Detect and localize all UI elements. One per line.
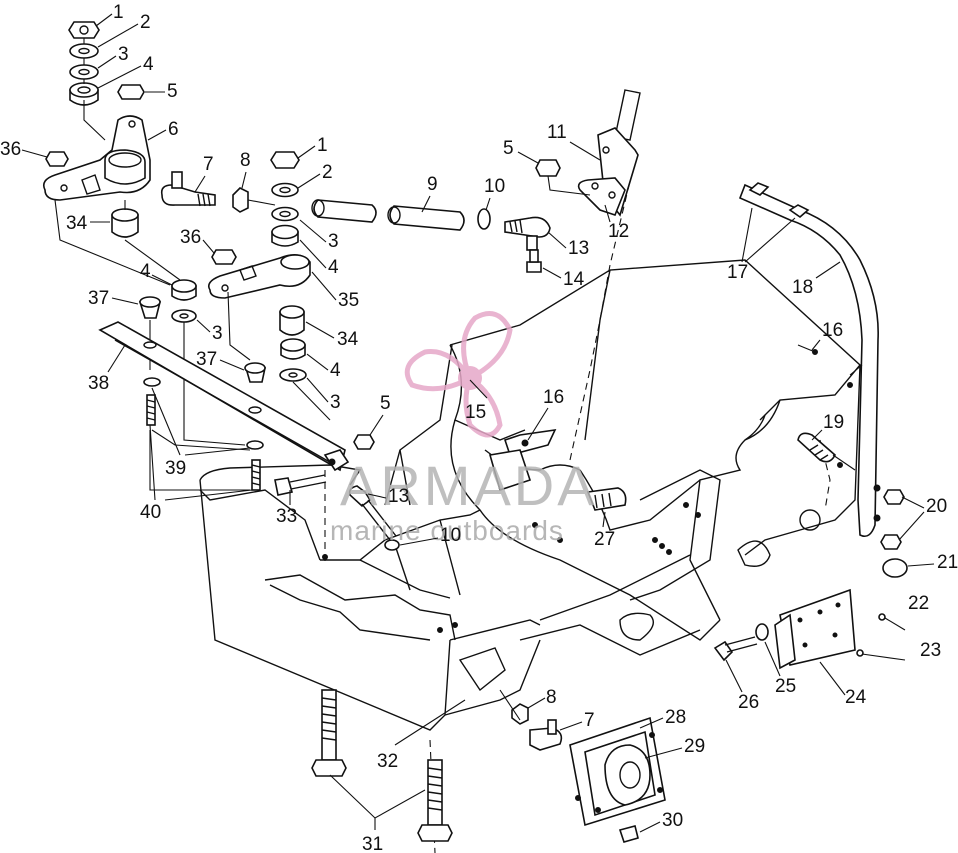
callout-15: 15 — [465, 402, 486, 423]
callout-14: 14 — [563, 269, 585, 290]
callout-34-center: 34 — [337, 329, 359, 350]
callout-40: 40 — [140, 502, 161, 523]
callout-10: 10 — [484, 176, 505, 197]
callout-3-left: 3 — [212, 323, 223, 344]
callout-38: 38 — [88, 373, 109, 394]
callout-36-center: 36 — [180, 227, 201, 248]
steering-column-bracket — [535, 89, 641, 217]
callout-2-center: 2 — [322, 162, 333, 183]
callout-37: 37 — [88, 288, 109, 309]
watermark-name: ARMADA — [340, 454, 598, 517]
slide-rail-assembly — [98, 321, 375, 565]
callout-13-lower: 13 — [388, 486, 409, 507]
callout-4-center: 4 — [328, 257, 339, 278]
callout-16-right: 16 — [822, 320, 843, 341]
callout-24: 24 — [845, 687, 867, 708]
callout-23: 23 — [920, 640, 941, 661]
callout-21: 21 — [937, 552, 958, 573]
callout-30: 30 — [662, 810, 683, 831]
callout-2: 2 — [140, 12, 151, 33]
callout-10-lower: 10 — [440, 525, 461, 546]
callout-5-lower: 5 — [380, 393, 391, 414]
callout-19: 19 — [823, 412, 844, 433]
callout-32: 32 — [377, 751, 398, 772]
callout-31: 31 — [362, 834, 383, 853]
bumper-assembly — [738, 182, 908, 578]
callout-18: 18 — [792, 277, 813, 298]
callout-16: 16 — [543, 387, 564, 408]
callout-5: 5 — [167, 81, 178, 102]
callout-3: 3 — [118, 44, 129, 65]
armada-watermark: ARMADA marine outboards — [330, 311, 598, 546]
callout-4-left: 4 — [140, 261, 151, 282]
callout-8-lower: 8 — [546, 687, 557, 708]
mounting-plate-assembly — [713, 588, 906, 670]
callout-3-center: 3 — [328, 231, 339, 252]
callout-22: 22 — [908, 593, 929, 614]
lower-linkage-parts — [348, 344, 818, 751]
callout-7-lower: 7 — [584, 710, 595, 731]
callout-7: 7 — [203, 154, 214, 175]
callout-17: 17 — [727, 262, 748, 283]
callout-8: 8 — [240, 150, 251, 171]
callout-37-center: 37 — [196, 349, 217, 370]
callout-33: 33 — [276, 506, 297, 527]
callout-27: 27 — [594, 529, 615, 550]
callout-4: 4 — [143, 54, 154, 75]
callout-5-right: 5 — [503, 138, 514, 159]
callout-25: 25 — [775, 676, 796, 697]
callout-36: 36 — [0, 139, 21, 160]
callout-39: 39 — [165, 458, 186, 479]
callout-1-center: 1 — [317, 135, 328, 156]
watermark-tagline: marine outboards — [330, 515, 564, 546]
bottom-mount-assembly — [311, 689, 666, 843]
callout-28: 28 — [665, 707, 686, 728]
propeller-logo — [404, 311, 513, 438]
callout-20: 20 — [926, 496, 947, 517]
callout-3-lower: 3 — [330, 392, 341, 413]
callout-26: 26 — [738, 692, 759, 713]
callout-4-lower: 4 — [330, 360, 341, 381]
callout-1: 1 — [113, 2, 124, 23]
chassis-frame — [199, 159, 861, 853]
callout-6: 6 — [168, 119, 179, 140]
callout-13: 13 — [568, 238, 589, 259]
center-steering-arm-assembly — [207, 151, 331, 421]
callout-29: 29 — [684, 736, 705, 757]
callout-9: 9 — [427, 174, 438, 195]
tie-rod-assembly — [311, 199, 551, 273]
callout-35: 35 — [338, 290, 359, 311]
callout-11: 11 — [547, 122, 567, 143]
callout-34: 34 — [66, 213, 88, 234]
callout-12: 12 — [608, 221, 629, 242]
